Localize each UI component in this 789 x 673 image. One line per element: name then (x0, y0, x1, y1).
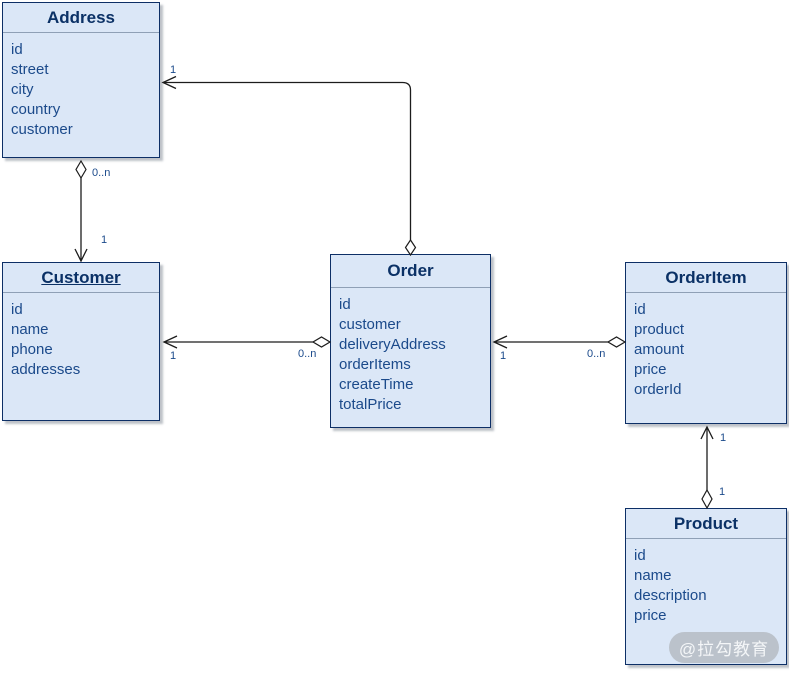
entity-order: Order id customer deliveryAddress orderI… (330, 254, 491, 428)
field: deliveryAddress (339, 336, 446, 353)
aggregation-diamond-icon (75, 159, 87, 180)
entity-orderitem: OrderItem id product amount price orderI… (625, 262, 787, 424)
entity-title: Address (46, 7, 116, 27)
open-arrowhead-icon (74, 248, 88, 263)
field: id (11, 301, 23, 318)
connector-product-orderitem: 1 1 (700, 425, 726, 510)
entity-product-fields: id name description price (626, 539, 786, 626)
multiplicity-label: 0..n (298, 348, 316, 360)
field: product (634, 321, 685, 338)
connector-orderitem-order: 1 0..n (492, 335, 627, 362)
field: customer (11, 121, 73, 138)
entity-orderitem-fields: id product amount price orderId (626, 293, 786, 400)
aggregation-diamond-icon (701, 488, 713, 510)
field: city (11, 81, 34, 98)
multiplicity-label: 1 (720, 432, 726, 444)
entity-order-fields: id customer deliveryAddress orderItems c… (331, 288, 490, 415)
entity-title: OrderItem (665, 267, 747, 287)
field: createTime (339, 376, 414, 393)
field: id (11, 41, 23, 58)
field: addresses (11, 361, 81, 378)
field: totalPrice (339, 396, 402, 413)
multiplicity-label: 0..n (92, 167, 110, 179)
entity-customer-header: Customer (3, 263, 159, 293)
field: street (11, 61, 49, 78)
field: price (634, 607, 667, 624)
field: name (11, 321, 49, 338)
aggregation-diamond-icon (606, 336, 627, 348)
open-arrowhead-icon (492, 335, 508, 349)
entity-title: Customer (41, 267, 121, 287)
field: id (339, 296, 351, 313)
field: id (634, 547, 646, 564)
field: description (634, 587, 707, 604)
entity-customer: Customer id name phone addresses (2, 262, 160, 421)
multiplicity-label: 0..n (587, 348, 605, 360)
open-arrowhead-icon (700, 425, 714, 440)
multiplicity-label: 1 (719, 486, 725, 498)
watermark-text: @拉勾教育 (678, 640, 770, 659)
multiplicity-label: 1 (101, 234, 107, 246)
entity-order-header: Order (331, 255, 490, 288)
connector-order-customer: 1 0..n (162, 335, 332, 362)
connector-order-address: 1 (161, 64, 417, 257)
aggregation-diamond-icon (404, 238, 417, 257)
field: amount (634, 341, 685, 358)
field: phone (11, 341, 53, 358)
field: price (634, 361, 667, 378)
entity-title: Product (673, 513, 739, 533)
multiplicity-label: 1 (500, 350, 506, 362)
field: name (634, 567, 672, 584)
connector-address-customer: 0..n 1 (74, 159, 110, 263)
entity-customer-fields: id name phone addresses (3, 293, 159, 380)
field: orderId (634, 381, 682, 398)
field: country (11, 101, 61, 118)
entity-address-fields: id street city country customer (3, 33, 159, 140)
entity-address: Address id street city country customer (2, 2, 160, 158)
entity-title: Order (387, 261, 434, 280)
aggregation-diamond-icon (311, 336, 332, 348)
entity-orderitem-header: OrderItem (626, 263, 786, 293)
open-arrowhead-icon (161, 75, 177, 90)
entity-product-header: Product (626, 509, 786, 539)
multiplicity-label: 1 (170, 350, 176, 362)
entity-address-header: Address (3, 3, 159, 33)
field: id (634, 301, 646, 318)
open-arrowhead-icon (162, 335, 178, 349)
field: customer (339, 316, 401, 333)
field: orderItems (339, 356, 411, 373)
watermark-badge: @拉勾教育 (669, 632, 779, 663)
multiplicity-label: 1 (170, 64, 176, 76)
